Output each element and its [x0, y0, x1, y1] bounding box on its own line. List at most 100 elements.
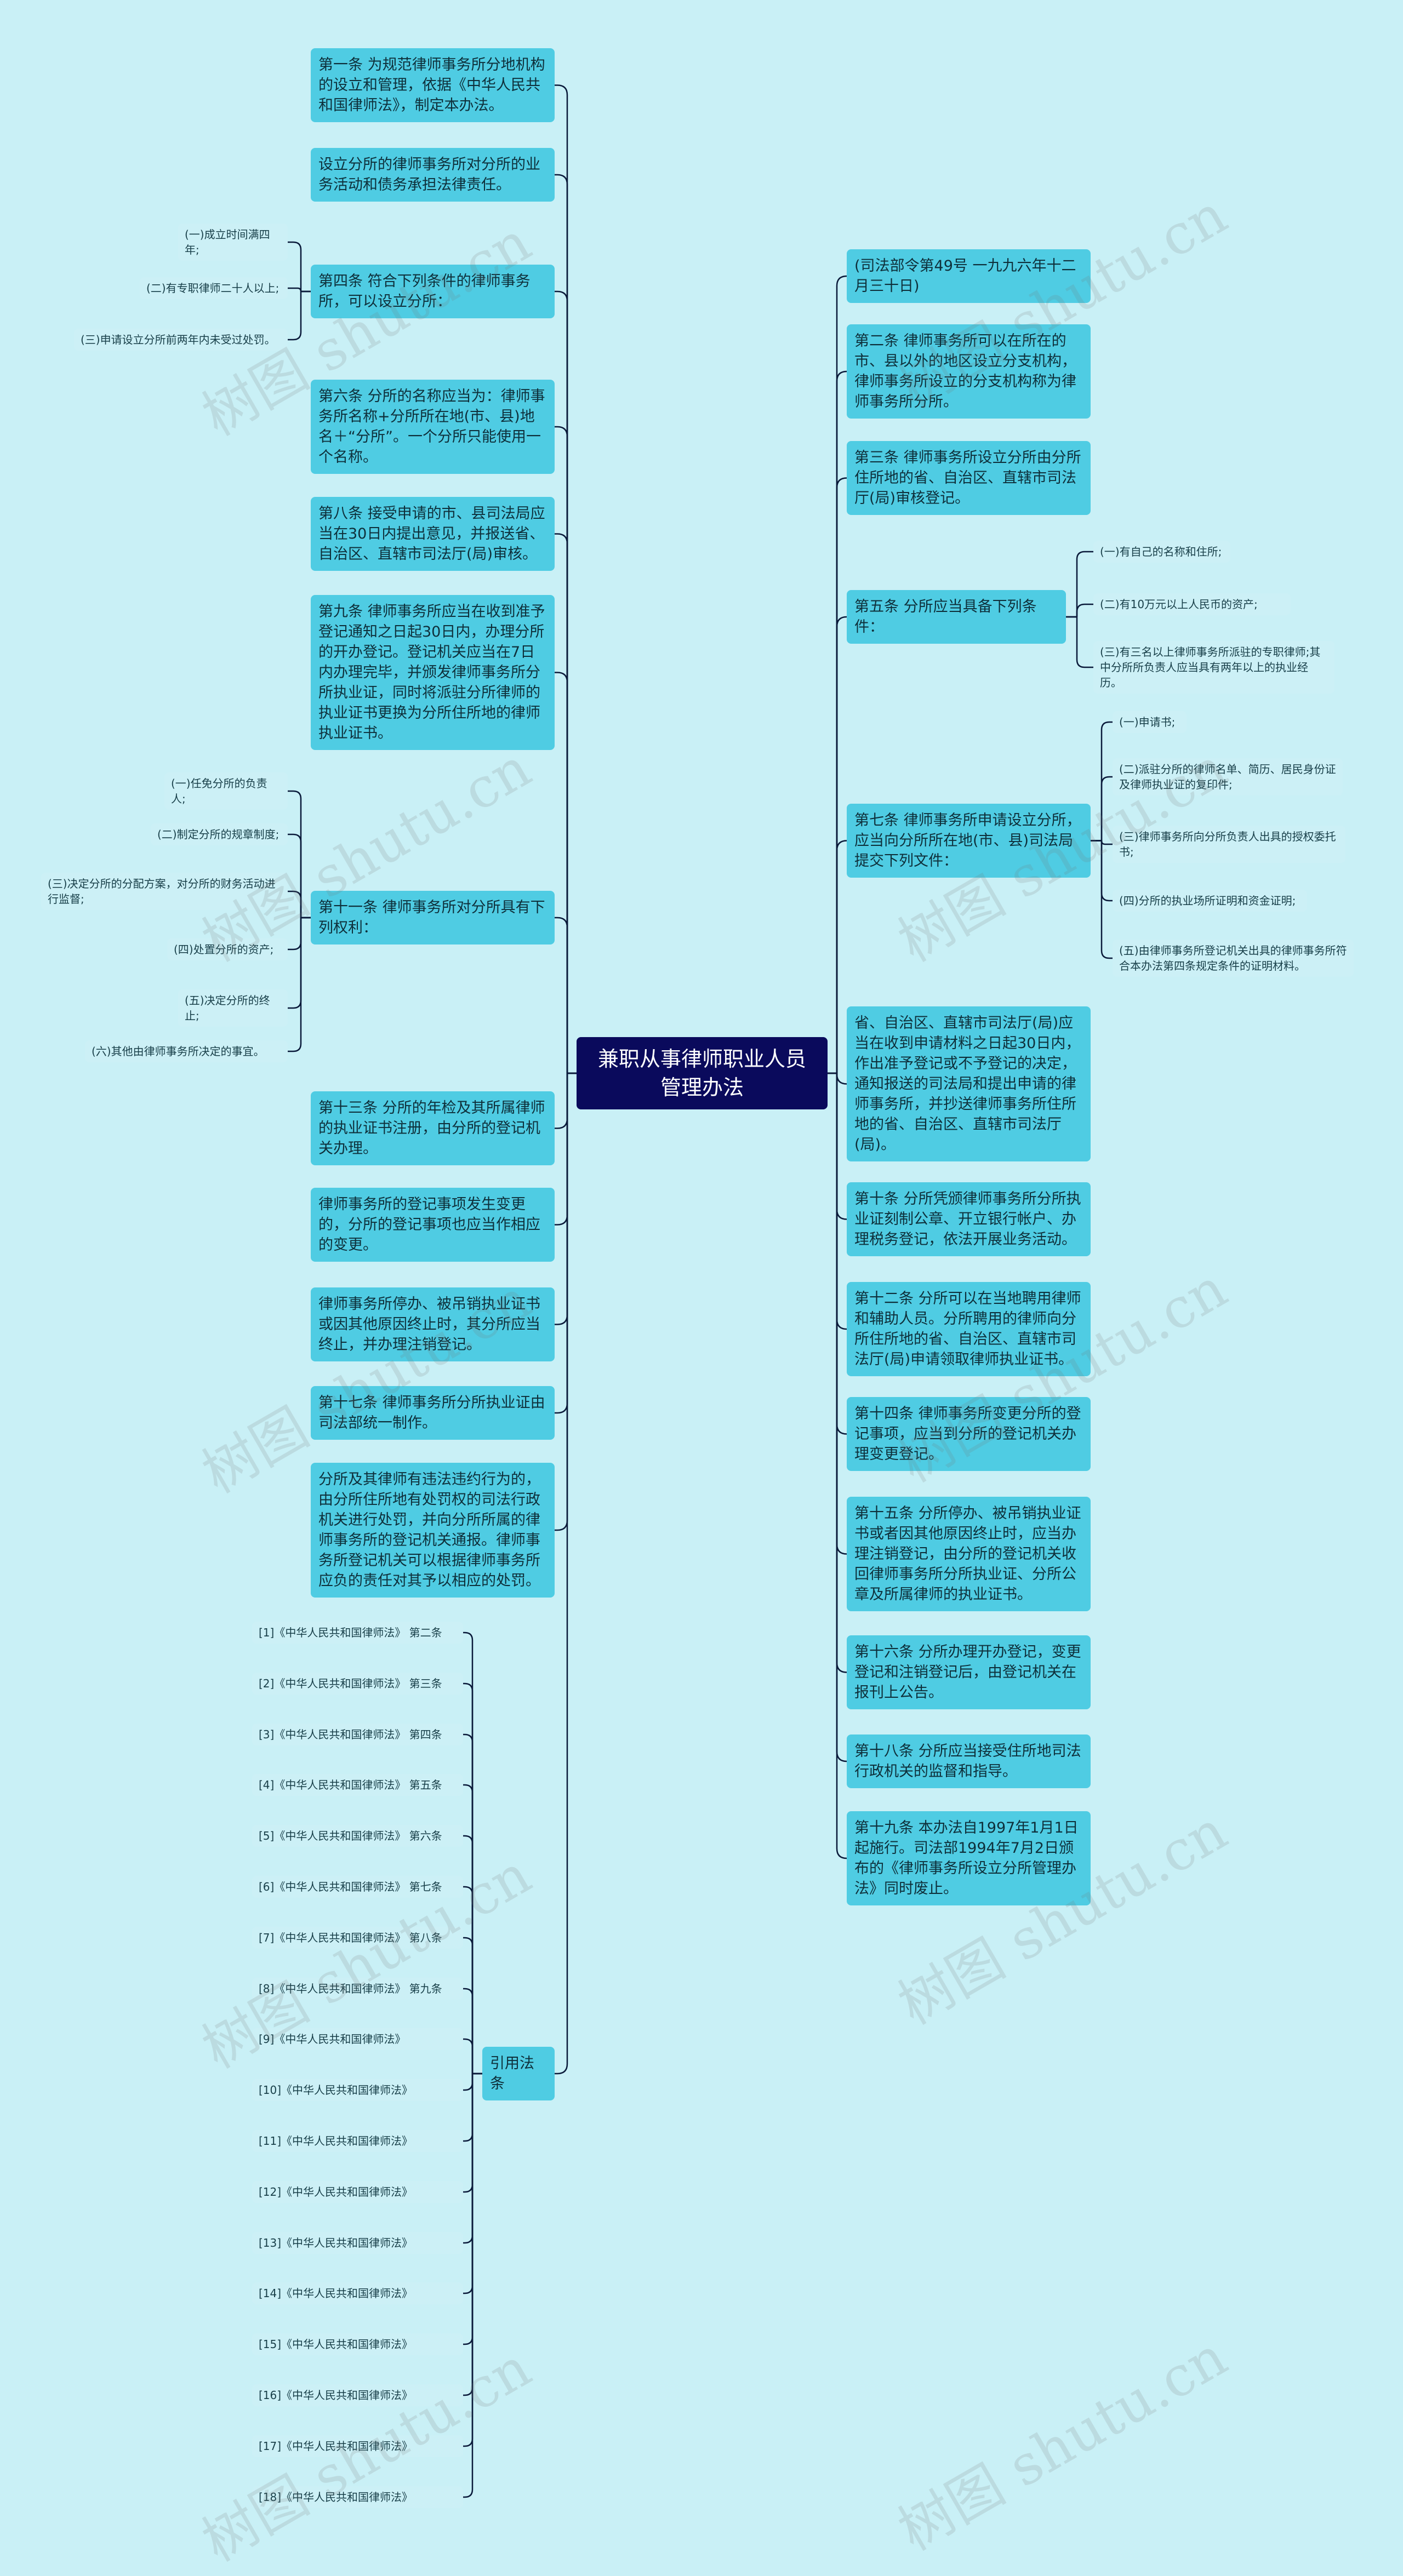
left-branch-12-child-15[interactable]: [16]《中华人民共和国律师法》: [252, 2384, 463, 2406]
right-branch-0[interactable]: (司法部令第49号 一九九六年十二月三十日): [847, 249, 1091, 303]
right-branch-4-child-4[interactable]: (五)由律师事务所登记机关出具的律师事务所符合本办法第四条规定条件的证明材料。: [1113, 940, 1354, 977]
left-branch-2-child-2[interactable]: (三)申请设立分所前两年内未受过处罚。: [74, 329, 288, 351]
connector-line: [555, 1073, 568, 1531]
right-branch-3-child-2[interactable]: (三)有三名以上律师事务所派驻的专职律师;其中分所所负责人应当具有两年以上的执业…: [1093, 641, 1334, 694]
central-topic[interactable]: 兼职从事律师职业人员管理办法: [577, 1037, 828, 1109]
left-branch-9[interactable]: 律师事务所停办、被吊销执业证书或因其他原因终止时，其分所应当终止，并办理注销登记…: [311, 1287, 555, 1361]
connector-line: [555, 1073, 568, 1129]
right-branch-4-child-0[interactable]: (一)申请书;: [1113, 711, 1187, 733]
connector-line: [836, 1073, 847, 1085]
left-branch-8[interactable]: 律师事务所的登记事项发生变更的，分所的登记事项也应当作相应的变更。: [311, 1188, 555, 1262]
right-branch-7[interactable]: 第十二条 分所可以在当地聘用律师和辅助人员。分所聘用的律师向分所住所地的省、自治…: [847, 1282, 1091, 1376]
left-branch-6-child-1[interactable]: (二)制定分所的规章制度;: [151, 823, 288, 845]
left-branch-3[interactable]: 第六条 分所的名称应当为：律师事务所名称+分所所在地(市、县)地名＋“分所”。一…: [311, 380, 555, 474]
left-branch-12-child-8[interactable]: [9]《中华人民共和国律师法》: [252, 2028, 463, 2050]
connector-line: [463, 2038, 474, 2074]
connector-line: [555, 174, 568, 1073]
left-branch-6-child-4[interactable]: (五)决定分所的终止;: [178, 989, 288, 1027]
connector-line: [555, 1073, 568, 2075]
right-branch-5[interactable]: 省、自治区、直辖市司法厅(局)应当在收到申请材料之日起30日内，作出准予登记或不…: [847, 1006, 1091, 1161]
connector-line: [463, 1988, 474, 2074]
connector-line: [555, 84, 568, 1073]
left-branch-6-child-3[interactable]: (四)处置分所的资产;: [167, 938, 288, 960]
right-branch-6[interactable]: 第十条 分所凭颁律师事务所分所执业证刻制公章、开立银行帐户、办理税务登记，依法开…: [847, 1182, 1091, 1256]
connector-line: [555, 290, 568, 1073]
left-branch-12-child-11[interactable]: [12]《中华人民共和国律师法》: [252, 2181, 463, 2203]
right-branch-12[interactable]: 第十九条 本办法自1997年1月1日起施行。司法部1994年7月2日颁布的《律师…: [847, 1811, 1091, 1905]
left-branch-2-child-1[interactable]: (二)有专职律师二十人以上;: [140, 277, 288, 299]
right-branch-9[interactable]: 第十五条 分所停办、被吊销执业证书或者因其他原因终止时，应当办理注销登记，由分所…: [847, 1497, 1091, 1611]
left-branch-12-child-2[interactable]: [3]《中华人民共和国律师法》 第四条: [252, 1724, 463, 1745]
left-branch-12-child-7[interactable]: [8]《中华人民共和国律师法》 第九条: [252, 1978, 463, 2000]
left-branch-6-child-2[interactable]: (三)决定分所的分配方案，对分所的财务活动进行监督;: [41, 873, 288, 910]
left-branch-12-child-6[interactable]: [7]《中华人民共和国律师法》 第八条: [252, 1927, 463, 1949]
connector-line: [555, 426, 568, 1073]
left-branch-12-child-17[interactable]: [18]《中华人民共和国律师法》: [252, 2486, 463, 2508]
connector-line: [288, 790, 302, 918]
connector-line: [288, 291, 302, 341]
left-branch-10[interactable]: 第十七条 律师事务所分所执业证由司法部统一制作。: [311, 1386, 555, 1440]
right-branch-2[interactable]: 第三条 律师事务所设立分所由分所住所地的省、自治区、直辖市司法厅(局)审核登记。: [847, 441, 1091, 515]
right-branch-10[interactable]: 第十六条 分所办理开办登记，变更登记和注销登记后，由登记机关在报刊上公告。: [847, 1635, 1091, 1709]
left-branch-12-child-1[interactable]: [2]《中华人民共和国律师法》 第三条: [252, 1673, 463, 1695]
left-branch-12-child-0[interactable]: [1]《中华人民共和国律师法》 第二条: [252, 1622, 463, 1644]
connector-line: [463, 2074, 474, 2142]
right-branch-4-child-2[interactable]: (三)律师事务所向分所负责人出具的授权委托书;: [1113, 826, 1345, 863]
left-branch-12[interactable]: 引用法条: [482, 2047, 555, 2100]
left-branch-6[interactable]: 第十一条 律师事务所对分所具有下列权利：: [311, 891, 555, 944]
connector-line: [555, 533, 568, 1073]
connector-line: [1100, 840, 1113, 959]
left-branch-12-child-12[interactable]: [13]《中华人民共和国律师法》: [252, 2232, 463, 2254]
left-branch-1[interactable]: 设立分所的律师事务所对分所的业务活动和债务承担法律责任。: [311, 148, 555, 202]
left-branch-12-child-14[interactable]: [15]《中华人民共和国律师法》: [252, 2333, 463, 2355]
right-branch-3-child-0[interactable]: (一)有自己的名称和住所;: [1093, 541, 1230, 563]
right-branch-8[interactable]: 第十四条 律师事务所变更分所的登记事项，应当到分所的登记机关办理变更登记。: [847, 1397, 1091, 1471]
connector-line: [836, 275, 847, 1073]
connector-line: [836, 370, 847, 1073]
left-branch-12-child-4[interactable]: [5]《中华人民共和国律师法》 第六条: [252, 1825, 463, 1847]
right-branch-4[interactable]: 第七条 律师事务所申请设立分所，应当向分所所在地(市、县)司法局提交下列文件：: [847, 804, 1091, 878]
left-branch-6-child-5[interactable]: (六)其他由律师事务所决定的事宜。: [85, 1040, 288, 1062]
left-branch-12-child-5[interactable]: [6]《中华人民共和国律师法》 第七条: [252, 1876, 463, 1898]
left-branch-0[interactable]: 第一条 为规范律师事务所分地机构的设立和管理，依据《中华人民共和国律师法》，制定…: [311, 48, 555, 122]
connector-line: [463, 1632, 474, 2074]
connector-line: [836, 1073, 847, 1555]
left-branch-6-child-0[interactable]: (一)任免分所的负责人;: [164, 772, 288, 810]
right-branch-4-child-1[interactable]: (二)派驻分所的律师名单、简历、居民身份证及律师执业证的复印件;: [1113, 758, 1343, 795]
left-branch-5[interactable]: 第九条 律师事务所应当在收到准予登记通知之日起30日内，办理分所的开办登记。登记…: [311, 595, 555, 750]
connector-line: [463, 1784, 474, 2074]
left-branch-7[interactable]: 第十三条 分所的年检及其所属律师的执业证书注册，由分所的登记机关办理。: [311, 1091, 555, 1165]
connector-line: [463, 2074, 474, 2498]
right-branch-4-child-3[interactable]: (四)分所的执业场所证明和资金证明;: [1113, 890, 1307, 912]
left-branch-12-child-13[interactable]: [14]《中华人民共和国律师法》: [252, 2282, 463, 2304]
connector-line: [288, 918, 302, 1009]
right-branch-3-child-1[interactable]: (二)有10万元以上人民币的资产;: [1093, 593, 1291, 615]
connector-line: [836, 1073, 847, 1330]
left-branch-4[interactable]: 第八条 接受申请的市、县司法局应当在30日内提出意见，并报送省、自治区、直辖市司…: [311, 497, 555, 571]
right-branch-3[interactable]: 第五条 分所应当具备下列条件：: [847, 590, 1066, 644]
connector-line: [463, 1733, 474, 2074]
left-branch-12-child-10[interactable]: [11]《中华人民共和国律师法》: [252, 2130, 463, 2152]
connector-line: [555, 917, 568, 1073]
connector-line: [836, 1073, 847, 1859]
connector-line: [1100, 840, 1113, 845]
connector-line: [463, 2074, 474, 2447]
connector-line: [463, 2074, 474, 2091]
left-branch-2[interactable]: 第四条 符合下列条件的律师事务所，可以设立分所：: [311, 265, 555, 318]
left-branch-12-child-16[interactable]: [17]《中华人民共和国律师法》: [252, 2435, 463, 2457]
connector-line: [463, 1937, 474, 2074]
left-branch-11[interactable]: 分所及其律师有违法违约行为的，由分所住所地有处罚权的司法行政机关进行处罚，并向分…: [311, 1463, 555, 1598]
connector-line: [555, 1073, 568, 1325]
right-branch-11[interactable]: 第十八条 分所应当接受住所地司法行政机关的监督和指导。: [847, 1734, 1091, 1788]
connector-line: [288, 241, 302, 291]
left-branch-2-child-0[interactable]: (一)成立时间满四年;: [178, 224, 288, 261]
left-branch-12-child-9[interactable]: [10]《中华人民共和国律师法》: [252, 2079, 463, 2101]
connector-line: [836, 840, 847, 1073]
connector-line: [1076, 617, 1093, 668]
right-branch-1[interactable]: 第二条 律师事务所可以在所在的市、县以外的地区设立分支机构，律师事务所设立的分支…: [847, 324, 1091, 419]
connector-line: [288, 918, 302, 1052]
connector-line: [288, 287, 302, 292]
connector-line: [836, 1073, 847, 1220]
left-branch-12-child-3[interactable]: [4]《中华人民共和国律师法》 第五条: [252, 1774, 463, 1796]
